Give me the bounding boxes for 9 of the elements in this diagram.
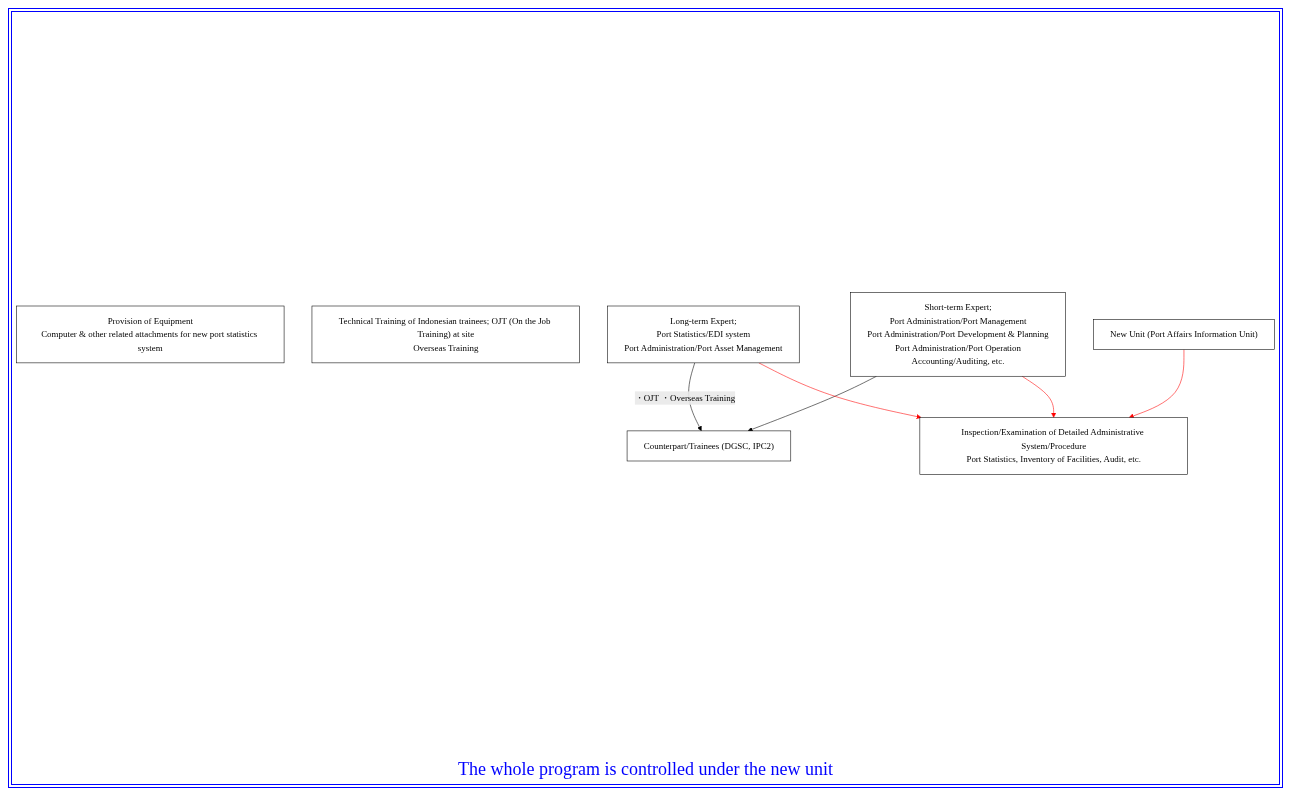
- node-box: Inspection/Examination of Detailed Administrative System/Procedure Port Statistics, Inventory of Facilities, Audit, etc.: [919, 417, 1188, 475]
- node-box: Long-term Expert; Port Statistics/EDI system Port Administration/Port Asset Management: [607, 305, 800, 364]
- node-box: Short-term Expert; Port Administration/Port Management Port Administration/Port Development & Planning Port Administration/Port Operation Accounting/Auditing, etc.: [850, 292, 1066, 377]
- node-box: Technical Training of Indonesian trainees; OJT (On the Job Training) at site Overseas Training: [311, 305, 580, 364]
- node-box: Counterpart/Trainees (DGSC, IPC2): [626, 430, 792, 462]
- note-text: The whole program is controlled under the new unit: [458, 759, 833, 780]
- node-box: Provision of Equipment Computer & other related attachments for new port statistics system: [16, 305, 285, 364]
- node-box: New Unit (Port Affairs Information Unit): [1093, 319, 1275, 350]
- edge-label: ・OJT ・Overseas Training: [634, 392, 736, 403]
